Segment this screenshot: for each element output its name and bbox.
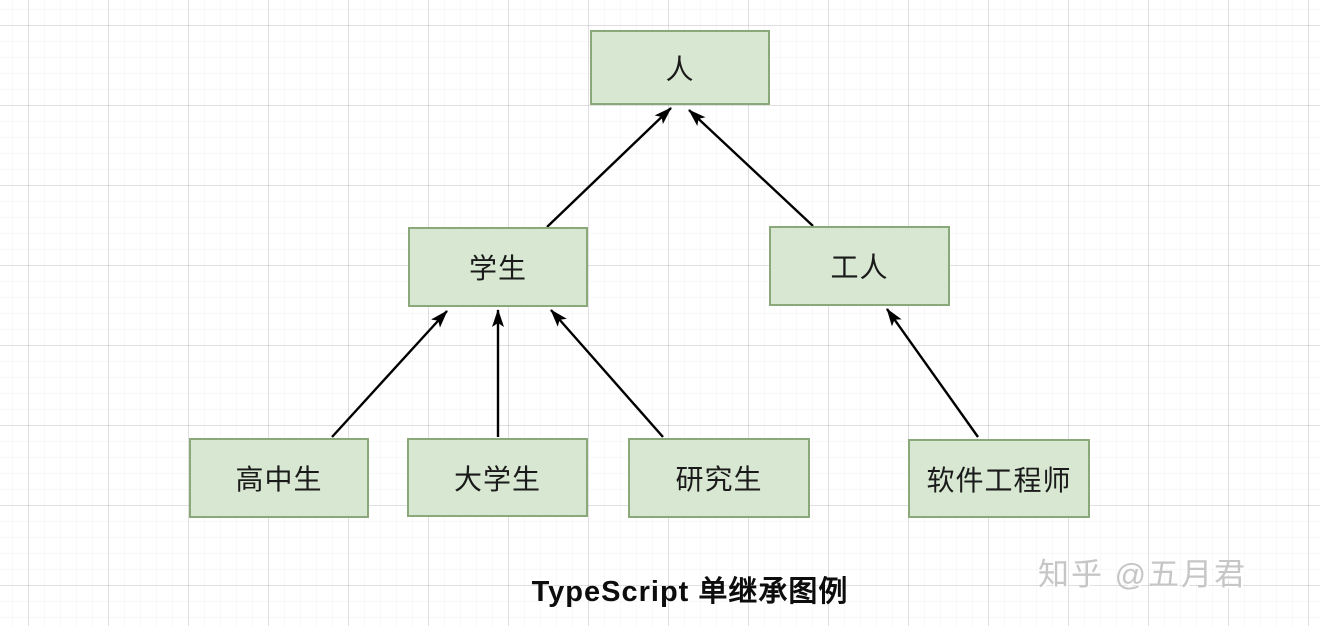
node-highschool-student: 高中生 (189, 438, 369, 518)
zhihu-watermark: 知乎 @五月君 (1038, 557, 1248, 592)
node-college-student: 大学生 (407, 438, 588, 517)
diagram-caption: TypeScript 单继承图例 (531, 576, 849, 608)
node-highschool-student-label: 高中生 (235, 464, 323, 495)
node-student: 学生 (408, 227, 588, 307)
node-college-student-label: 大学生 (453, 463, 541, 495)
node-software-engineer-label: 软件工程师 (926, 464, 1072, 496)
node-software-engineer: 软件工程师 (908, 439, 1090, 518)
node-graduate-student-label: 研究生 (675, 464, 763, 495)
arrow-engineer-to-worker (886, 308, 979, 438)
node-worker: 工人 (769, 226, 950, 306)
node-worker-label: 工人 (830, 252, 889, 283)
arrow-graduate-to-student (550, 309, 664, 438)
arrow-student-to-person (546, 107, 672, 228)
node-graduate-student: 研究生 (628, 438, 810, 518)
arrow-worker-to-person (688, 109, 814, 227)
arrow-highschool-to-student (331, 310, 448, 438)
node-student-label: 学生 (468, 253, 527, 284)
node-person-label: 人 (665, 53, 695, 85)
node-person: 人 (590, 30, 770, 105)
